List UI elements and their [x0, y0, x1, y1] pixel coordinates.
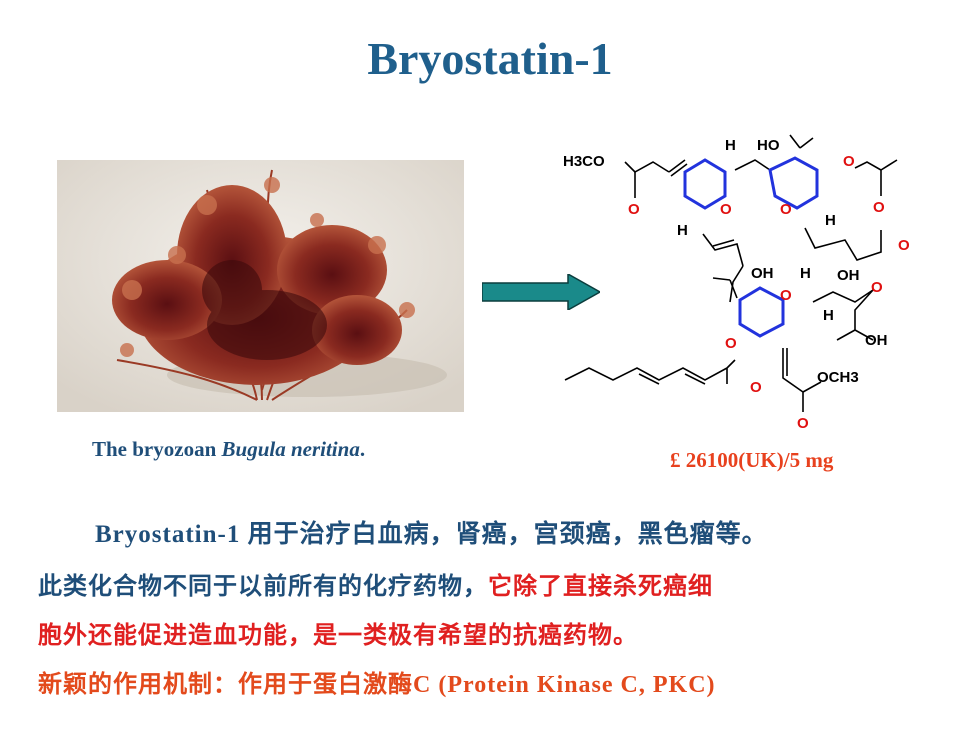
label-h3co: H3CO	[563, 153, 605, 170]
label-h-5: H	[823, 307, 834, 324]
text-line-2: 此类化合物不同于以前所有的化疗药物，它除了直接杀死癌细	[38, 566, 713, 601]
label-h-2: H	[677, 222, 688, 239]
text-line-3: 胞外还能促进造血功能，是一类极有希望的抗癌药物。	[38, 623, 638, 649]
caption-suffix: .	[359, 437, 366, 461]
text-line-4: 新颖的作用机制：作用于蛋白激酶C (Protein Kinase C, PKC)	[38, 672, 716, 698]
price-label: £ 26100(UK)/5 mg	[670, 448, 834, 472]
label-och3: OCH3	[817, 369, 859, 386]
label-o-2: O	[843, 153, 855, 170]
label-o-5: O	[871, 279, 883, 296]
page-title: Bryostatin-1	[367, 33, 613, 84]
bryozoan-photo	[57, 160, 464, 412]
line1-compound: Bryostatin-1	[95, 521, 248, 548]
right-arrow-icon	[482, 274, 600, 310]
label-oh-1: OH	[751, 265, 774, 282]
label-ho: HO	[757, 137, 780, 154]
label-o-6: O	[725, 335, 737, 352]
bryostatin-structure: H3CO O H HO O O O O H H O OH H OH O O H …	[563, 134, 910, 432]
label-h-3: H	[825, 212, 836, 229]
label-h-1: H	[725, 137, 736, 154]
label-oh-3: OH	[865, 332, 888, 349]
photo-caption: The bryozoan Bugula neritina.	[92, 437, 365, 462]
label-o-ring-a: O	[720, 201, 732, 218]
label-oh-2: OH	[837, 267, 860, 284]
label-o-3: O	[873, 199, 885, 216]
label-o-ring-c: O	[780, 287, 792, 304]
label-o-1: O	[628, 201, 640, 218]
line1-uses: 用于治疗白血病，肾癌，宫颈癌，黑色瘤等。	[247, 521, 768, 548]
line2-red: 它除了直接杀死癌细	[488, 574, 713, 600]
text-line-1: Bryostatin-1 用于治疗白血病，肾癌，宫颈癌，黑色瘤等。	[95, 514, 768, 550]
label-h-4: H	[800, 265, 811, 282]
label-o-8: O	[797, 415, 809, 432]
label-o-7: O	[750, 379, 762, 396]
label-o-ring-b: O	[780, 201, 792, 218]
line2-blue: 此类化合物不同于以前所有的化疗药物，	[38, 574, 488, 600]
caption-species: Bugula neritina	[221, 437, 360, 461]
label-o-4: O	[898, 237, 910, 254]
caption-prefix: The bryozoan	[92, 437, 222, 461]
